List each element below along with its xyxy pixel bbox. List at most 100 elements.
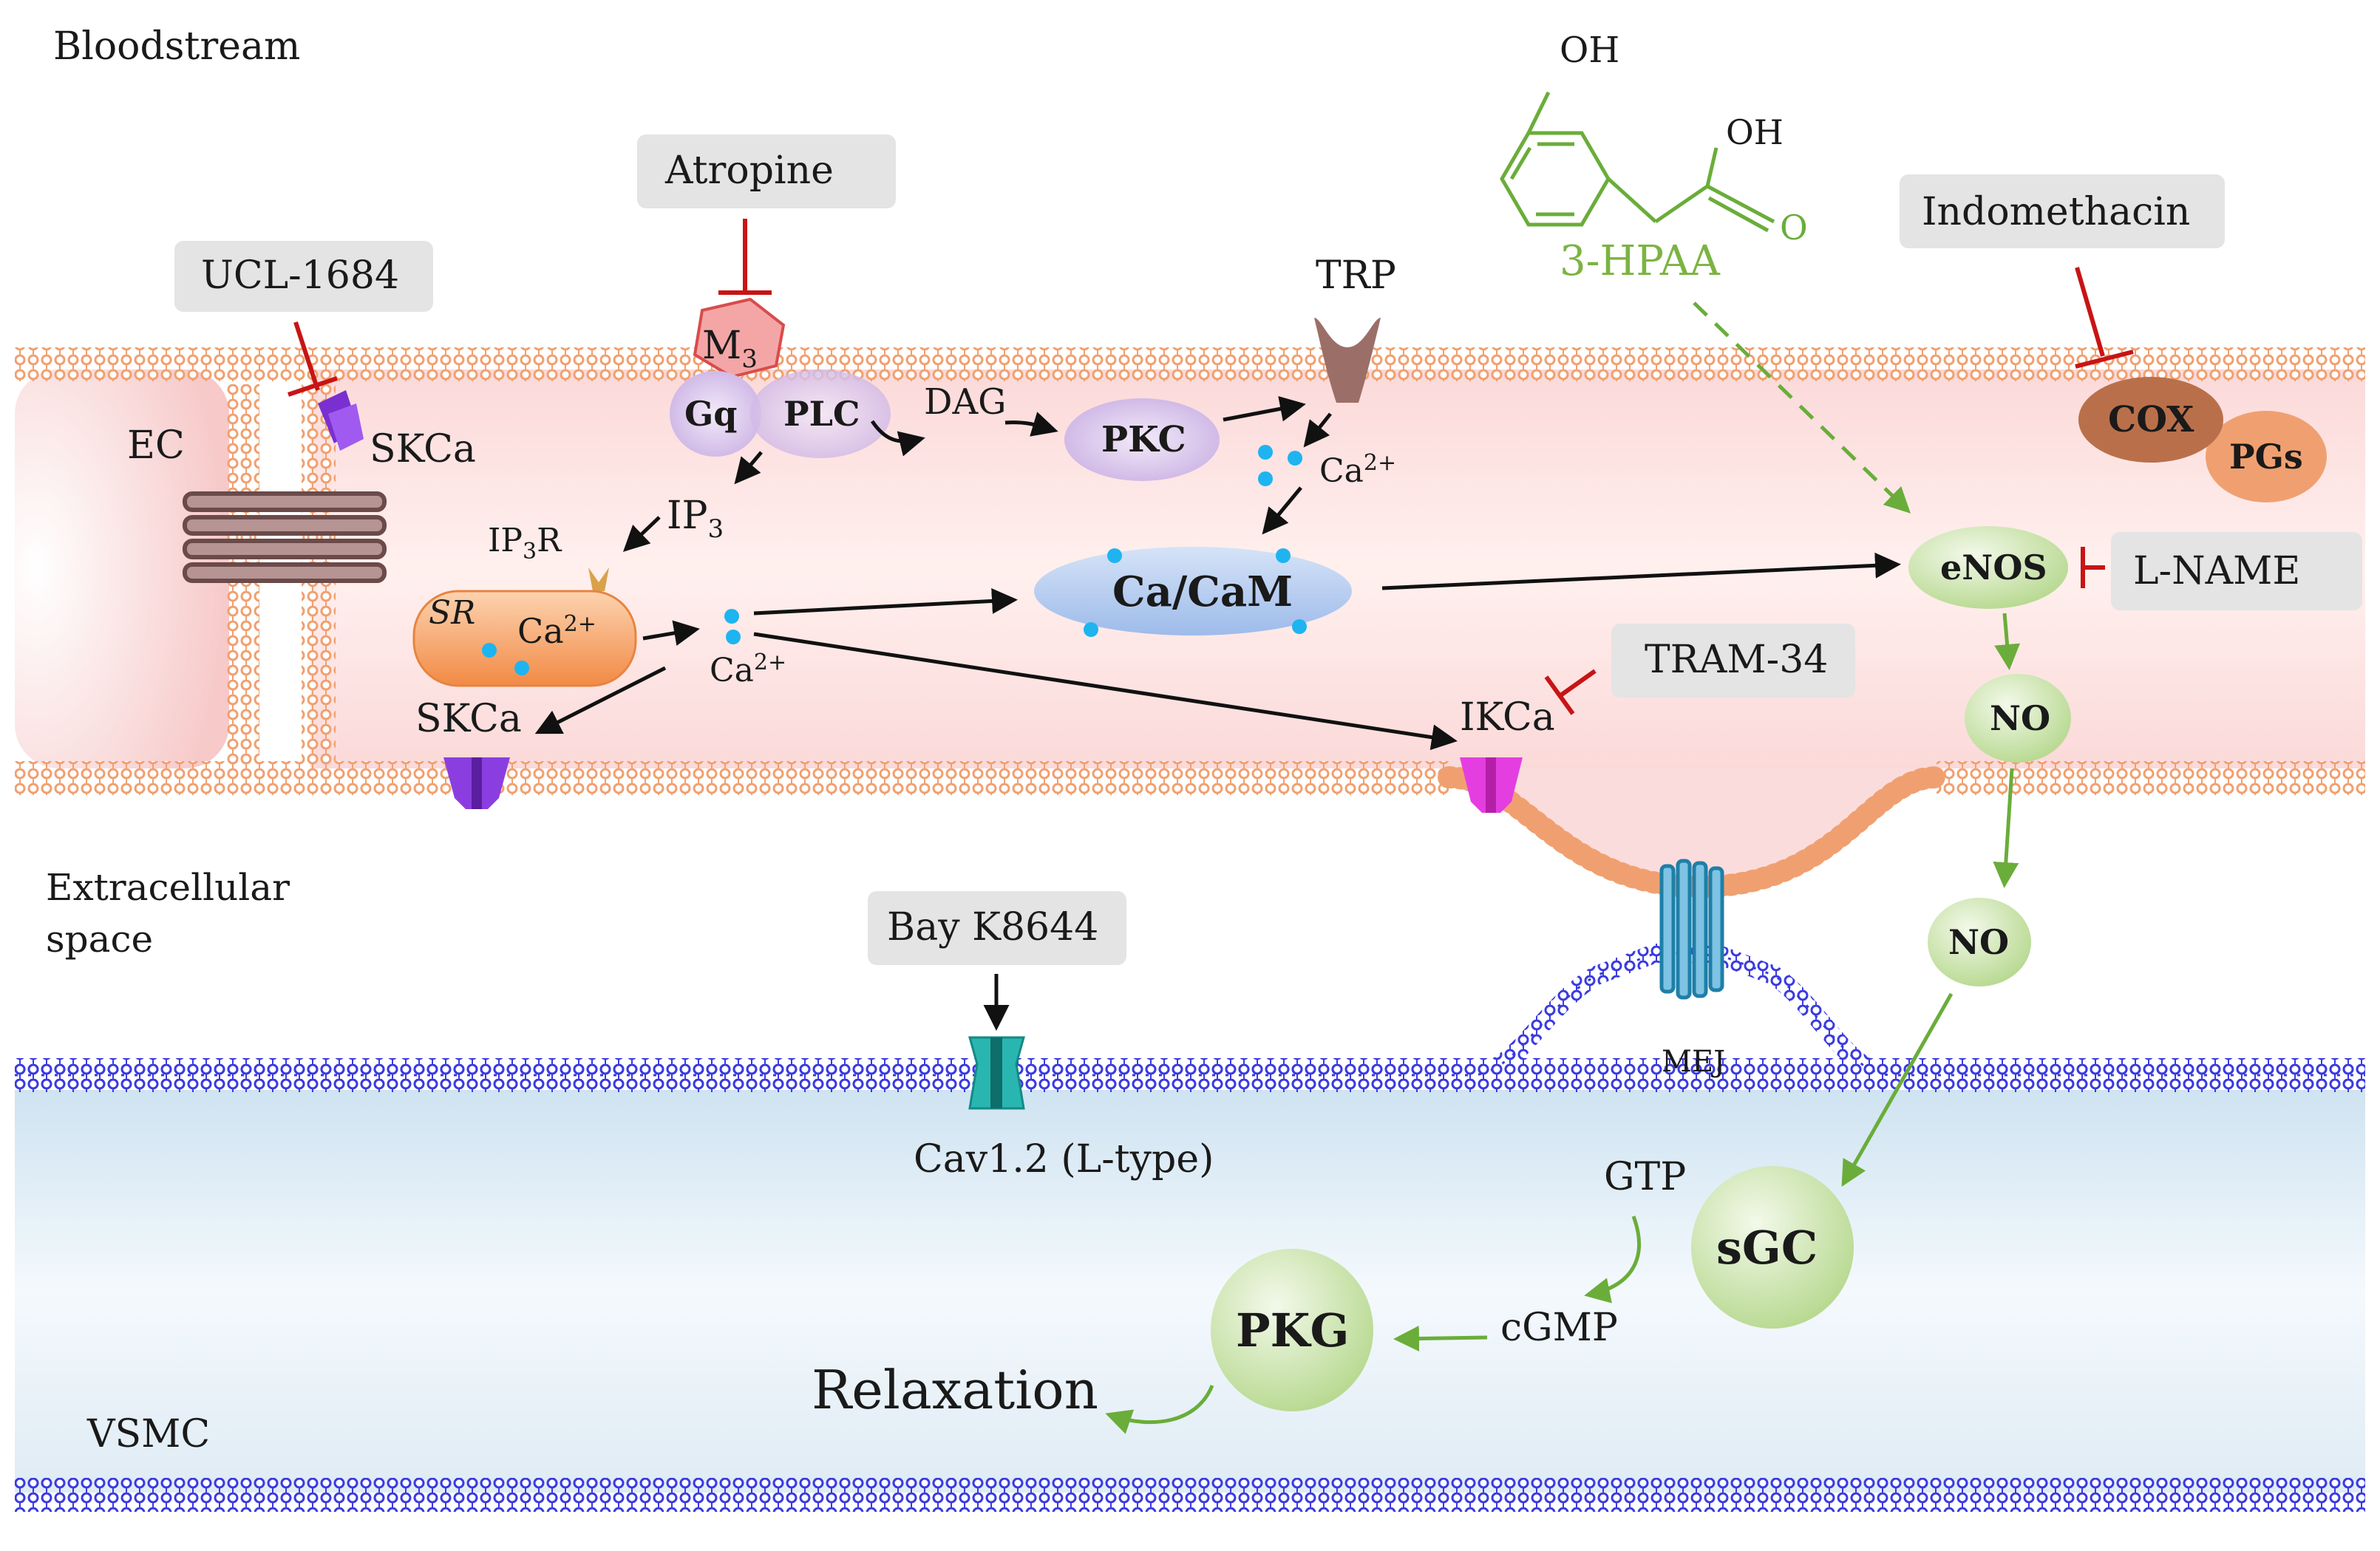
m3-label: M3 — [702, 324, 758, 374]
sr-label: SR — [429, 594, 475, 632]
trp-to-ca-arrow — [1303, 412, 1332, 448]
atropine-label: Atropine — [664, 149, 834, 193]
ikca-label: IKCa — [1460, 695, 1555, 740]
baykk8644-label: Bay K8644 — [887, 905, 1098, 950]
gtp-label: GTP — [1604, 1155, 1686, 1199]
ec-region — [15, 347, 2365, 899]
vsmc-label: VSMC — [86, 1412, 210, 1456]
vsmc-cytoplasm — [15, 1090, 2365, 1493]
trp-label: TRP — [1316, 253, 1396, 298]
myoendothelial-junction-icon — [1659, 859, 1724, 1000]
potassium-channel-icon — [318, 390, 364, 451]
cox-node — [2078, 377, 2223, 463]
vsmc-region — [15, 944, 2365, 1512]
ca-sr-label: Ca2+ — [517, 611, 596, 651]
lname-inhibition-arrow — [2081, 547, 2105, 588]
pkg-node — [1211, 1249, 1373, 1411]
ca-trp-label: Ca2+ — [1319, 450, 1396, 490]
ca-mid-label: Ca2+ — [710, 650, 786, 689]
dag-label: DAG — [924, 381, 1007, 423]
plc-node — [750, 369, 891, 458]
vsmc-lower-bilayer — [15, 1478, 2365, 1512]
3hpaa-o-acid: O — [1780, 208, 1808, 248]
no-ec-label: NO — [1990, 698, 2050, 738]
ec-cytoplasm-bulge — [1441, 768, 1937, 879]
atropine-box — [637, 134, 896, 208]
ucl1684-inhibition-arrow — [288, 321, 338, 397]
atropine-inhibition-arrow — [718, 219, 772, 295]
potassium-channel-icon — [1460, 757, 1523, 813]
ca-to-skca-arrow — [534, 666, 667, 734]
extracellular-label-line1: Extracellular — [46, 866, 290, 909]
lname-label: L-NAME — [2133, 549, 2300, 593]
sr-to-ca-arrow — [642, 620, 700, 646]
sgc-node — [1691, 1166, 1854, 1329]
gq-node — [670, 371, 761, 457]
vsmc-upper-bilayer — [15, 1058, 2365, 1092]
gq-label: Gq — [684, 394, 737, 434]
ca-to-ikca-arrow — [753, 632, 1458, 751]
potassium-channel-icon — [443, 757, 510, 809]
pkg-label: PKG — [1236, 1303, 1349, 1357]
indomethacin-label: Indomethacin — [1922, 190, 2190, 234]
no-ec-to-no-ext-arrow — [1993, 768, 2019, 888]
3hpaa-structure — [1500, 91, 1775, 233]
extracellular-label-line2: space — [46, 918, 153, 961]
3hpaa-oh-acid: OH — [1726, 112, 1784, 152]
tram34-inhibition-arrow — [1544, 669, 1597, 715]
enos-to-no-arrow — [1994, 613, 2021, 670]
tram34-label: TRAM-34 — [1645, 638, 1828, 682]
no-to-sgc-arrow — [1841, 992, 1954, 1187]
3hpaa-to-enos-arrow — [1693, 301, 1911, 514]
sgc-label: sGC — [1716, 1221, 1818, 1275]
ucl1684-box — [174, 241, 433, 312]
lname-box — [2111, 532, 2362, 610]
ca-trp-to-cacam-arrow — [1262, 486, 1302, 535]
calcium-dots-sr — [482, 643, 529, 675]
calcium-dots-mid — [724, 609, 741, 644]
pkc-label: PKC — [1101, 419, 1186, 460]
ca-to-cacam-arrow — [753, 587, 1018, 616]
tram34-box — [1611, 624, 1855, 698]
pgs-label: PGs — [2229, 437, 2303, 477]
cacam-to-enos-arrow — [1381, 552, 1901, 590]
cacam-label: Ca/CaM — [1112, 567, 1293, 616]
ip3-label: IP3 — [667, 494, 724, 544]
pgs-node — [2206, 411, 2327, 502]
skca-bottom-label: SKCa — [415, 697, 522, 741]
3hpaa-oh-ring: OH — [1560, 30, 1619, 71]
gap-junction-icon — [183, 491, 387, 583]
calcium-channel-icon — [968, 1036, 1025, 1110]
pkc-node — [1064, 398, 1220, 481]
indomethacin-box — [1900, 174, 2225, 248]
cgmp-to-pkg-arrow — [1393, 1326, 1488, 1352]
m3-receptor-shape — [693, 297, 786, 379]
cacam-node — [1034, 547, 1352, 635]
pkc-to-trp-arrow — [1223, 396, 1306, 422]
enos-label: eNOS — [1940, 548, 2047, 587]
indomethacin-inhibition-arrow — [2075, 267, 2134, 369]
relaxation-label: Relaxation — [812, 1359, 1098, 1421]
calcium-dots-cacam — [1084, 548, 1307, 637]
cox-label: COX — [2108, 399, 2194, 440]
baykk8644-box — [868, 891, 1126, 965]
3hpaa-label: 3-HPAA — [1560, 237, 1720, 285]
no-ec-node — [1965, 674, 2071, 763]
ip3-to-ip3r-arrow — [622, 516, 661, 552]
mej-label: MEJ — [1662, 1045, 1725, 1079]
plc-to-ip3-arrow — [734, 451, 763, 485]
bloodstream-label: Bloodstream — [53, 24, 300, 69]
ec-top-membrane — [15, 347, 2365, 381]
ec-label: EC — [127, 423, 185, 468]
plc-to-dag-arrow — [870, 420, 925, 457]
ucl1684-label: UCL-1684 — [201, 253, 399, 298]
ec-left-cell — [15, 369, 229, 768]
ip3r-label: IP3R — [488, 522, 562, 565]
gtp-to-cgmp-arrow — [1584, 1216, 1641, 1303]
no-ext-node — [1928, 898, 2031, 986]
enos-node — [1908, 526, 2068, 609]
no-ext-label: NO — [1948, 922, 2009, 962]
pkg-to-relaxation-arrow — [1105, 1385, 1214, 1434]
cgmp-label: cGMP — [1500, 1306, 1618, 1350]
